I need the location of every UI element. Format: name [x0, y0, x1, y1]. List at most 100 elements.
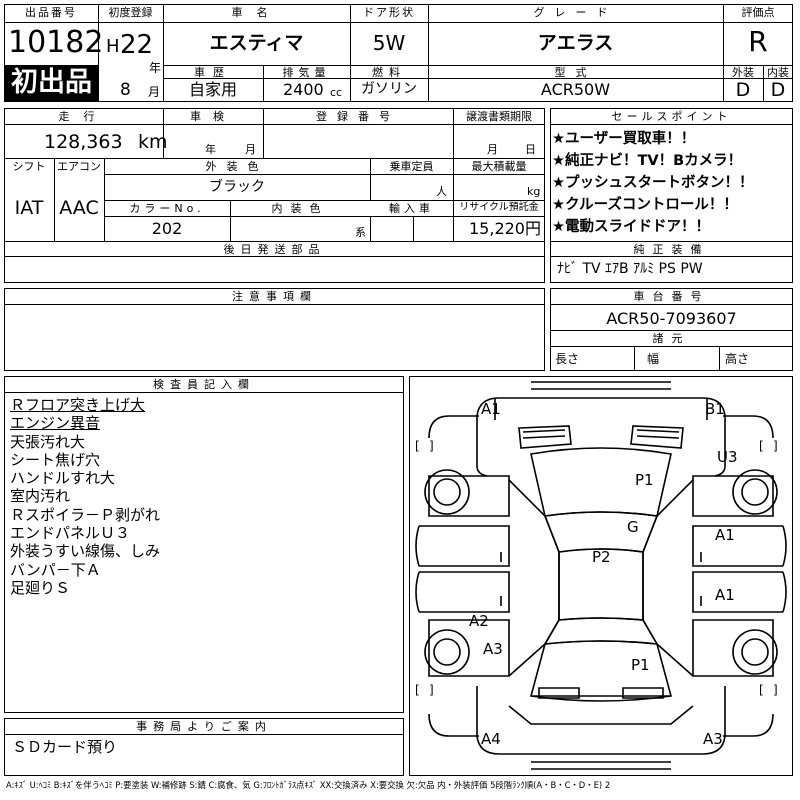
doors-label: ドア形状: [363, 6, 415, 19]
dimensions-label: 諸元: [652, 332, 691, 345]
inspector-notes: Ｒフロア突き上げ大 エンジン異音 天張汚れ大 シート焦げ穴 ハンドルすれ大 室内…: [10, 396, 160, 597]
mark-left-rear-door: A2: [469, 612, 489, 630]
office-panel: [4, 718, 404, 776]
recycle-fee: 15,220円: [469, 219, 541, 238]
equipment-list: ﾅﾋﾞ TV ｴｱB ｱﾙﾐ PS PW: [557, 261, 703, 277]
inspector-label: 検査員記入欄: [153, 378, 255, 391]
chassis-panel: [550, 288, 793, 371]
first-registration-label: 初度登録: [108, 6, 153, 19]
first-listing-badge-text: 初出品: [11, 67, 92, 98]
ac-label: エアコン: [57, 160, 101, 173]
lot-number-label: 出品番号: [25, 6, 77, 19]
mileage: 128,363: [44, 131, 123, 153]
later-parts-label: 後日発送部品: [223, 243, 326, 256]
inspector-note: Ｒスポイラ－Ｐ剥がれ: [10, 505, 161, 524]
shift-type: IAT: [14, 197, 44, 219]
transfer-month-unit: 月: [487, 143, 498, 156]
max-load-label: 最大積載量: [471, 160, 527, 173]
ac-type: AAC: [59, 197, 99, 219]
grade: アエラス: [537, 32, 614, 54]
sales-point-item: ★ユーザー買取車！！: [552, 131, 696, 147]
model-code: ACR50W: [540, 80, 611, 99]
interior-grade: D: [770, 79, 786, 101]
sales-points-panel: [550, 108, 793, 283]
svg-text:]: ]: [773, 683, 778, 697]
import-label: 輸入車: [389, 202, 434, 215]
mark-right-front-door: A1: [715, 526, 735, 544]
vehicle-history: 自家用: [188, 80, 237, 99]
interior-grade-label: 内装: [767, 66, 789, 79]
length-label: 長さ: [555, 352, 580, 366]
history-label: 車歴: [194, 66, 232, 79]
fuel-type: ガソリン: [361, 81, 417, 97]
notes-label: 注意事項欄: [232, 290, 317, 303]
office-label: 事務局よりご案内: [136, 720, 272, 733]
sales-points-label: セールスポイント: [611, 110, 732, 123]
office-notice: ＳＤカード預り: [12, 738, 118, 756]
inspector-note: エンジン異音: [10, 414, 101, 433]
evaluation-score: R: [748, 25, 768, 58]
inspection-year-unit: 年: [205, 143, 216, 156]
notes-panel: [4, 288, 545, 371]
mark-right-rear-door: A1: [715, 586, 735, 604]
inspector-note: 室内汚れ: [10, 487, 71, 506]
mark-rear-hatch: P1: [631, 656, 650, 674]
svg-text:]: ]: [429, 683, 434, 697]
score-label: 評価点: [741, 6, 775, 19]
mark-windshield: G: [627, 518, 639, 536]
exterior-color-label: 外装色: [205, 160, 269, 173]
shift-label: シフト: [12, 160, 46, 173]
header-panel: [4, 4, 793, 102]
transfer-day-unit: 日: [525, 143, 536, 156]
car-diagram: [] [] [] [] A1 B1 U3 P1 G P2 A1 A1 A2 A3…: [415, 381, 787, 770]
car-name-label: 車名: [231, 6, 282, 19]
svg-text:[: [: [759, 683, 764, 697]
registration-number-label: 登録番号: [316, 110, 400, 123]
mark-front-right: B1: [705, 400, 725, 418]
max-load-unit: kg: [527, 185, 541, 198]
displacement-label: 排気量: [282, 66, 331, 79]
inspector-note: ハンドルすれ大: [10, 469, 116, 488]
inspector-note: エンドパネルＵ３: [10, 524, 131, 543]
inspector-note: Ｒフロア突き上げ大: [10, 396, 146, 414]
interior-color-label: 内装色: [271, 202, 329, 215]
sales-point-item: ★電動スライドドア！！: [552, 219, 710, 235]
legend-footer: A:ｷｽﾞ U:ﾍｺﾐ B:ｷｽﾞを伴うﾍｺﾐ P:要塗装 W:補修跡 S:錆 …: [6, 780, 611, 790]
mark-left-rear-fender: A3: [483, 640, 503, 658]
first-listing-badge: [5, 65, 98, 101]
car-name: エスティマ: [209, 32, 304, 54]
inspector-note: バンパ－下Ａ: [10, 560, 101, 579]
registration-era: H: [106, 36, 120, 57]
equipment-label: 純正装備: [633, 243, 710, 256]
grade-label: グレード: [533, 6, 618, 19]
sales-point-item: ★純正ナビ！TV！Bカメラ！: [552, 153, 743, 169]
svg-text:[: [: [415, 439, 420, 453]
inspector-note: 天張汚れ大: [10, 432, 86, 451]
registration-month-unit: 月: [148, 85, 161, 99]
inspection-label: 車検: [190, 110, 236, 123]
registration-year: 22: [120, 30, 154, 60]
capacity-unit: 人: [436, 185, 447, 198]
mark-right-front-fender: U3: [717, 448, 738, 466]
chassis-number: ACR50-7093607: [606, 309, 737, 328]
fuel-label: 燃料: [372, 66, 406, 79]
exterior-grade: D: [735, 79, 751, 101]
mark-rear-left: A4: [481, 730, 501, 748]
model-label: 型式: [554, 66, 597, 79]
inspection-month-unit: 月: [245, 143, 256, 156]
color-number-label: カラーNo.: [129, 202, 205, 215]
sales-points-list: ★ユーザー買取車！！ ★純正ナビ！TV！Bカメラ！ ★プッシュスタートボタン！！…: [552, 128, 754, 238]
inspector-note: シート焦げ穴: [10, 450, 101, 469]
mileage-unit: km: [138, 131, 168, 153]
svg-text:]: ]: [429, 439, 434, 453]
mark-rear-right: A3: [703, 730, 723, 748]
vehicle-info-panel: [4, 108, 545, 283]
mileage-label: 走行: [58, 110, 109, 123]
registration-year-unit: 年: [149, 61, 162, 75]
svg-text:[: [: [759, 439, 764, 453]
door-type: 5W: [372, 31, 406, 55]
exterior-grade-label: 外装: [732, 66, 754, 79]
capacity-label: 乗車定員: [389, 160, 434, 173]
displacement-unit: cc: [330, 86, 343, 99]
inspector-note: 足廻りＳ: [10, 578, 71, 597]
